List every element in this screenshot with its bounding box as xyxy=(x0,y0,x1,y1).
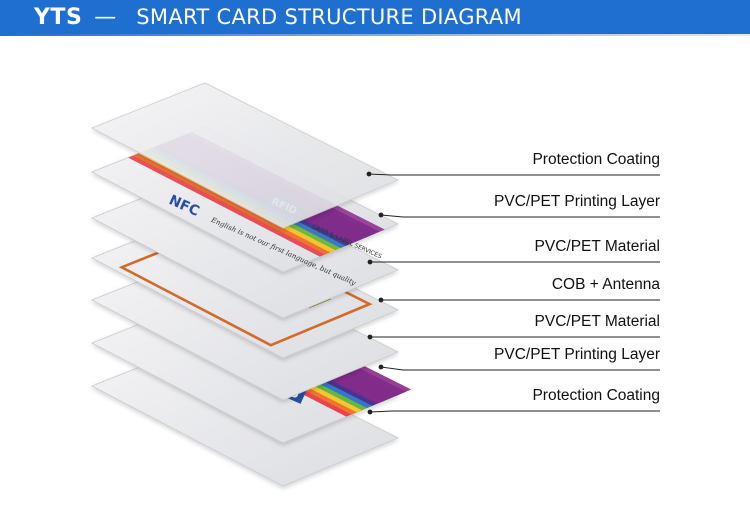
layer-label-6: PVC/PET Printing Layer xyxy=(494,346,660,363)
layer-label-2: PVC/PET Printing Layer xyxy=(494,193,660,210)
layer-label-7: Protection Coating xyxy=(532,387,660,404)
card-layer-1 xyxy=(91,82,399,229)
title-banner: YTS — SMART CARD STRUCTURE DIAGRAM xyxy=(0,0,750,34)
banner-underline xyxy=(0,34,750,36)
layer-label-3: PVC/PET Material xyxy=(534,238,660,255)
layer-label-4: COB + Antenna xyxy=(551,276,660,293)
leader-line xyxy=(368,173,660,176)
brand-name: YTS xyxy=(34,4,83,30)
leader-line xyxy=(380,214,660,218)
diagram-title: SMART CARD STRUCTURE DIAGRAM xyxy=(136,5,522,29)
layer-label-1: Protection Coating xyxy=(532,151,660,168)
leader-line xyxy=(380,366,660,371)
title-separator: — xyxy=(94,4,117,30)
layer-label-5: PVC/PET Material xyxy=(534,313,660,330)
leader-line xyxy=(369,410,660,413)
card-sheet xyxy=(91,82,399,229)
